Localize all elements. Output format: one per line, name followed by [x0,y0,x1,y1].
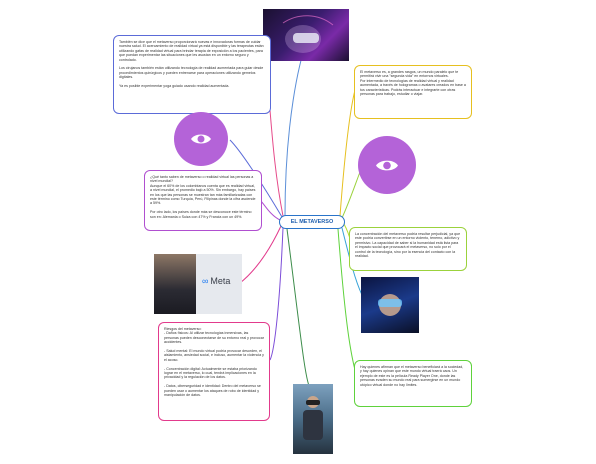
card-risks: Riesgos del metaverso: - Daños físicos: … [158,322,270,421]
eye-icon-right [358,136,416,194]
meta-logo-icon: ∞ [202,276,209,286]
card-opinions: Hay quienes afirman que el metaverso ben… [354,360,472,407]
eye-icon [191,134,211,144]
meta-logo: ∞ Meta [202,276,230,286]
eye-icon [376,160,398,170]
branch-mid-left-card [259,199,281,221]
center-node[interactable]: EL METAVERSO [279,215,345,229]
branch-bottom-right-card [337,228,356,371]
branch-eye-left [229,139,283,218]
card-awareness-stats: ¿Qué tanto saben de metaverso o realidad… [144,170,262,231]
branch-bottom-image [286,228,311,389]
branch-top-right-card [339,89,356,217]
card-definition: El metaverso es, a grandes rasgos, un mu… [354,65,472,119]
meta-logo-text: Meta [210,276,231,286]
eye-icon-left [174,112,228,166]
presenter-photo [154,254,196,314]
card-health-uses: También se dice que el metaverso proporc… [113,35,271,114]
vr-headset-image [263,9,349,61]
person-vr-image [293,384,333,454]
branch-eye-right [341,171,361,219]
ready-player-one-image [361,277,419,333]
branch-vr-headset-image [284,46,306,217]
card-concentration: La concentración del metaverso podría re… [349,227,467,271]
branch-bottom-left-card [269,227,284,361]
branch-meta-image [239,225,282,284]
meta-keynote-image: ∞ Meta [154,254,242,314]
